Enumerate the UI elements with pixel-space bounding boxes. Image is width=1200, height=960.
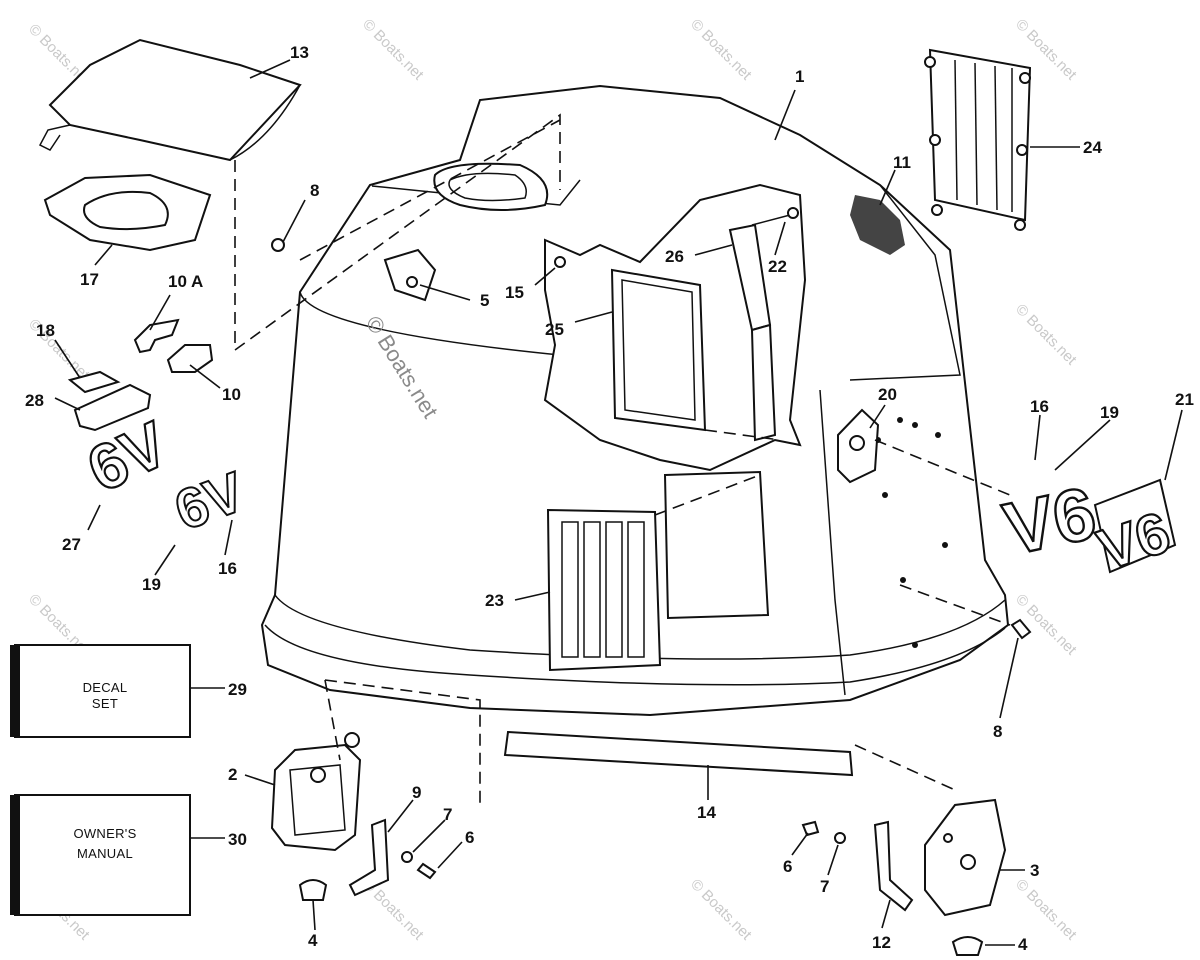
callout-9: 9 (412, 783, 421, 802)
callout-27: 27 (62, 535, 81, 554)
mounting-holes (875, 417, 948, 648)
part-15-screw (554, 256, 566, 268)
part-28-bracket (73, 383, 152, 432)
callout-7-right: 7 (820, 877, 829, 896)
watermark: © Boats.net (1012, 876, 1080, 944)
callout-20: 20 (878, 385, 897, 404)
cover-right-edge (849, 184, 961, 381)
part-5-clip (383, 248, 437, 302)
callout-7-left: 7 (443, 805, 452, 824)
cover-rim (274, 594, 1006, 660)
part-17-frame (43, 173, 212, 252)
callout-22: 22 (768, 257, 787, 276)
assembly-lines (234, 113, 1011, 805)
callout-2: 2 (228, 765, 237, 784)
callout-24: 24 (1083, 138, 1102, 157)
callout-4-left: 4 (308, 931, 318, 950)
part-14-seal (503, 730, 854, 777)
part-12-arm (873, 820, 914, 912)
callout-17: 17 (80, 270, 99, 289)
callout-16-right: 16 (1030, 397, 1049, 416)
watermark: © Boats.net (359, 16, 427, 84)
callout-4-right: 4 (1018, 935, 1028, 954)
callout-12: 12 (872, 933, 891, 952)
callout-11: 11 (893, 153, 911, 172)
decal-label-line2: SET (92, 696, 118, 711)
leader-lines (54, 59, 1183, 946)
part-8-bolt-top (271, 238, 285, 252)
part-23-gasket (663, 470, 770, 620)
left-emblems: 6V 6V (76, 406, 254, 543)
emblem-19-right: V6 (997, 471, 1103, 571)
cover-ridge (819, 389, 846, 696)
callout-25: 25 (545, 320, 564, 339)
callout-1: 1 (795, 67, 804, 86)
manual-label-line1: OWNER'S (73, 826, 136, 841)
decal-label-line1: DECAL (83, 680, 128, 695)
callout-13: 13 (290, 43, 309, 62)
callout-8-right: 8 (993, 722, 1002, 741)
callout-26: 26 (665, 247, 684, 266)
part-21-plate (1093, 478, 1177, 574)
part-10a-clip (133, 318, 180, 354)
callout-19-left: 19 (142, 575, 161, 594)
callout-16-left: 16 (218, 559, 237, 578)
decal-set-box: DECAL SET (10, 644, 191, 738)
callout-18: 18 (36, 321, 55, 340)
callout-29: 29 (228, 680, 247, 699)
part-13-lid (38, 38, 302, 162)
manual-label-line2: MANUAL (77, 846, 133, 861)
callout-6-right: 6 (783, 857, 792, 876)
callout-3: 3 (1030, 861, 1039, 880)
part-10-clip (166, 344, 214, 373)
part-23-vent (546, 508, 662, 672)
callout-10: 10 (222, 385, 241, 404)
callout-19-right: 19 (1100, 403, 1119, 422)
part-7-washer-right (834, 832, 846, 844)
cover-top-edge (299, 291, 561, 356)
part-9-arm (348, 818, 390, 897)
watermark: © Boats.net (1012, 301, 1080, 369)
part-8-bolt-right (1010, 618, 1032, 640)
watermark: © Boats.net (687, 876, 755, 944)
air-intake-inner (448, 172, 527, 202)
part-6-screw-left (416, 862, 437, 880)
part-6-screw-right (801, 820, 820, 837)
right-emblems: V6 V6 (996, 470, 1179, 585)
callout-labels: 1 13 24 11 8 17 10 A 18 10 28 5 15 25 26… (25, 43, 1194, 954)
callout-8-top: 8 (310, 181, 319, 200)
cover-rim-lower (264, 624, 1006, 686)
emblem-19-left: 6V (167, 459, 253, 542)
callout-28: 28 (25, 391, 44, 410)
part-22-bolt (751, 214, 791, 226)
callout-23: 23 (485, 591, 504, 610)
callout-21: 21 (1175, 390, 1194, 409)
part-2-bracket (270, 732, 362, 852)
callout-14: 14 (697, 803, 716, 822)
part-4-grommet-right (951, 936, 984, 956)
small-clips (67, 318, 214, 432)
callout-5: 5 (480, 291, 489, 310)
callout-15: 15 (505, 283, 524, 302)
cover-inner-edge (371, 179, 581, 206)
callout-6-left: 6 (465, 828, 474, 847)
part-4-grommet-left (298, 879, 328, 901)
part-25-gasket (610, 268, 707, 432)
callout-10a: 10 A (168, 272, 203, 291)
owners-manual-box: OWNER'S MANUAL (10, 794, 191, 916)
cutaway-parts (610, 207, 799, 442)
part-7-washer-left (401, 851, 413, 863)
part-3-bracket (924, 798, 1007, 917)
watermark: © Boats.net (687, 16, 755, 84)
stipple-seal (850, 195, 905, 255)
part-18-strip (67, 370, 121, 394)
callout-30: 30 (228, 830, 247, 849)
part-24-grille (924, 48, 1032, 231)
